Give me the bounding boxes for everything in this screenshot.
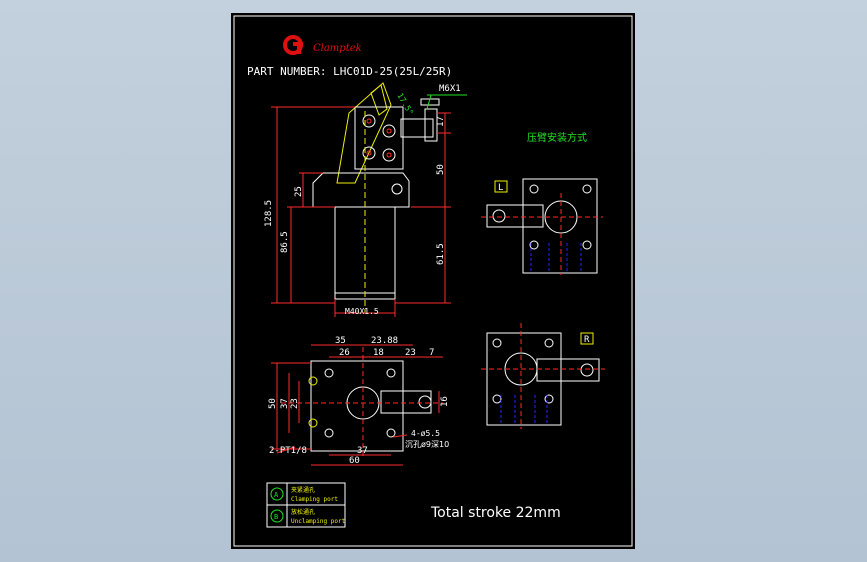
variant-l-label: L <box>498 183 503 193</box>
dim-right-16: 16 <box>440 396 450 407</box>
body-thread-label: M40X1.5 <box>345 307 379 316</box>
drawing-sheet[interactable]: Clamptek PART NUMBER: LHC01D-25(25L/25R) <box>231 13 635 549</box>
dim-23-right: 23 <box>405 348 416 358</box>
dim-bottom-37: 37 <box>357 446 368 456</box>
legend-a-marker <box>270 487 284 501</box>
hole-callout-2: 沉孔ø9深10 <box>405 440 449 449</box>
dim-left-23: 23 <box>290 398 300 409</box>
mount-title: 压臂安装方式 <box>527 131 587 144</box>
side-elevation-view <box>271 82 467 317</box>
variant-l-tag <box>494 180 508 193</box>
thread-callout: M6X1 <box>439 84 461 94</box>
dim-26: 26 <box>339 348 350 358</box>
dim-right-mid: 50 <box>436 164 446 175</box>
dim-top-35: 35 <box>335 336 346 346</box>
legend-a-cn: 夹紧通孔 <box>291 486 315 494</box>
dim-upper: 25 <box>294 186 304 197</box>
dim-left-50: 50 <box>268 398 278 409</box>
dim-right-low: 61.5 <box>436 243 446 265</box>
variant-r-tag <box>580 332 594 345</box>
plan-view <box>271 344 443 466</box>
legend-b-key: B <box>274 513 278 521</box>
dim-body-height: 86.5 <box>280 231 290 253</box>
brand-name: Clamptek <box>313 43 362 54</box>
hole-callout: 4-ø5.5 <box>411 429 440 438</box>
clamptek-logo: Clamptek <box>283 35 362 55</box>
dim-bottom-60: 60 <box>349 456 360 466</box>
dim-top-23-88: 23.88 <box>371 336 398 346</box>
port-legend <box>266 482 346 528</box>
port-callout: 2-PT1/8 <box>269 446 307 456</box>
angle-label: 17.5° <box>395 92 415 117</box>
variant-l-view <box>481 178 603 275</box>
variant-r-label: R <box>584 335 590 345</box>
part-number: PART NUMBER: LHC01D-25(25L/25R) <box>247 65 452 78</box>
dim-right-top: 17 <box>436 116 446 127</box>
variant-r-view <box>481 323 605 429</box>
dim-18: 18 <box>373 348 384 358</box>
dim-total-height: 128.5 <box>264 200 274 227</box>
dim-left-37: 37 <box>280 398 290 409</box>
legend-b-marker <box>270 509 284 523</box>
total-stroke-note: Total stroke 22mm <box>430 505 561 521</box>
legend-b-en: Unclamping port <box>291 518 346 525</box>
dim-7: 7 <box>429 348 434 358</box>
legend-a-key: A <box>274 491 279 499</box>
drawing-canvas: Clamptek PART NUMBER: LHC01D-25(25L/25R) <box>233 15 633 547</box>
legend-b-cn: 放松通孔 <box>291 508 315 516</box>
sheet-border <box>233 15 633 547</box>
legend-a-en: Clamping port <box>291 496 338 503</box>
